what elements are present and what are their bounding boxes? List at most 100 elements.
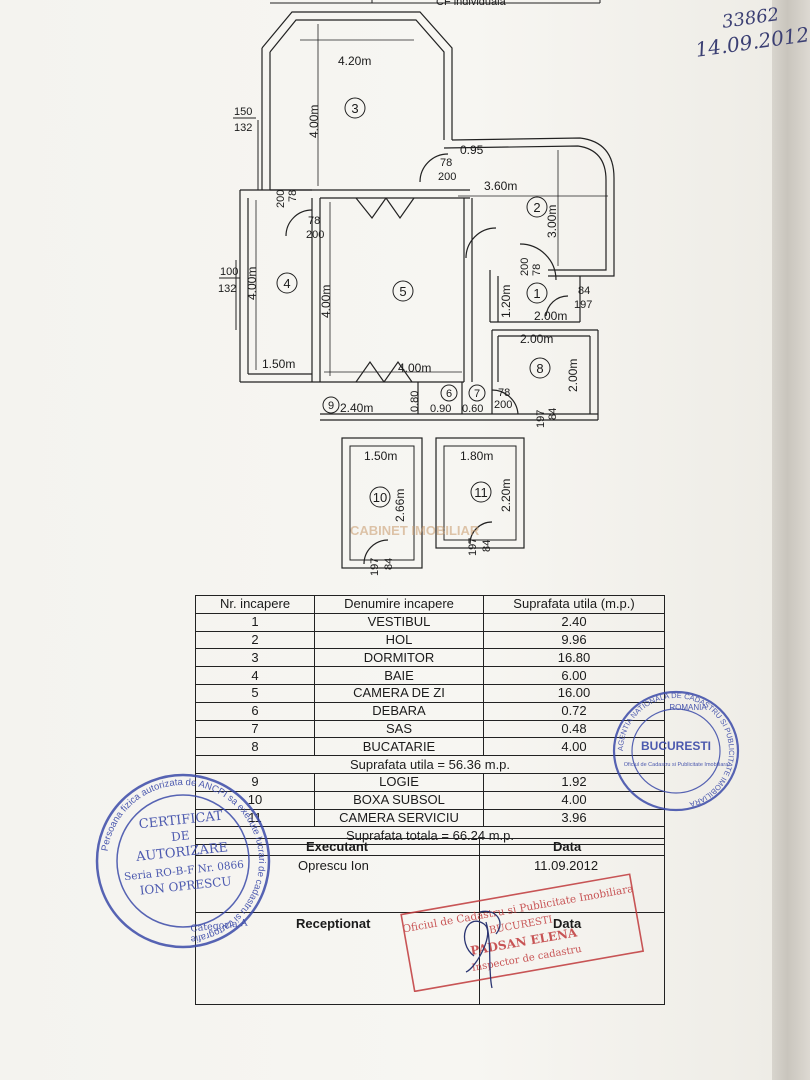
door-r1-bottom: 200	[519, 258, 531, 276]
dim-r3-width: 4.20m	[338, 54, 371, 68]
rooms-table: Nr. incapere Denumire incapere Suprafata…	[195, 595, 665, 846]
top-table-fragment: CF individuala	[436, 0, 507, 8]
dim-r10-width: 1.50m	[364, 449, 397, 463]
room-9-label: 9	[328, 400, 334, 412]
cell-denumire: DEBARA	[314, 701, 484, 721]
cell-suprafata: 9.96	[483, 630, 665, 650]
dim-r4-width: 1.50m	[262, 357, 295, 371]
cell-denumire: CAMERA DE ZI	[314, 683, 484, 703]
door-r8-top: 84	[547, 408, 559, 420]
door-r1-top: 78	[531, 264, 543, 276]
stamp-right-city: BUCURESTI	[641, 739, 711, 753]
dim-r1-width: 2.00m	[534, 309, 567, 323]
page-edge-shadow	[772, 0, 810, 1080]
cell-denumire: HOL	[314, 630, 484, 650]
cell-suprafata: 16.80	[483, 648, 665, 668]
header-denumire: Denumire incapere	[314, 595, 484, 614]
door-entry-bottom: 197	[574, 299, 592, 311]
total-row: Suprafata totala = 66.24 m.p.	[195, 826, 665, 846]
cell-denumire: LOGIE	[314, 772, 484, 792]
dim-r4-height: 4.00m	[245, 267, 259, 300]
dim-r7-width: 0.60	[462, 403, 483, 415]
subtotal-text: Suprafata utila = 56.36 m.p.	[195, 755, 665, 774]
header-suprafata: Suprafata utila (m.p.)	[483, 595, 665, 614]
executant-label: Executant	[306, 839, 369, 854]
cell-nr: 5	[195, 683, 315, 703]
window-r3-top: 150	[234, 106, 252, 118]
dim-r2-notch: 0.95	[460, 143, 484, 157]
stamp-left-line2: DE	[171, 828, 191, 844]
signature-box: Executant Data Oprescu Ion 11.09.2012 Re…	[195, 838, 665, 1005]
authorization-stamp: Persoana fizica autorizata de ANCPI sa e…	[95, 773, 271, 949]
room-3-label: 3	[351, 101, 358, 116]
cell-suprafata: 4.00	[483, 790, 665, 810]
cell-denumire: BAIE	[314, 666, 484, 685]
cell-denumire: BUCATARIE	[314, 737, 484, 757]
room-11-label: 11	[474, 485, 488, 500]
room-4-label: 4	[283, 276, 290, 291]
header-nr: Nr. incapere	[195, 595, 315, 614]
cell-nr: 4	[195, 666, 315, 685]
dim-r9-height: 0.80	[409, 391, 421, 412]
cell-denumire: BOXA SUBSOL	[314, 790, 484, 810]
room-2-label: 2	[533, 200, 540, 215]
watermark: CABINET IMOBILIAR	[350, 523, 480, 538]
door-r10-top: 84	[383, 558, 395, 570]
door-r11-top: 84	[481, 540, 493, 552]
room-8-label: 8	[536, 361, 543, 376]
inspector-stamp: Oficiul de Cadastru si Publicitate Imobi…	[400, 873, 645, 992]
cell-denumire: DORMITOR	[314, 648, 484, 668]
cell-nr: 6	[195, 701, 315, 721]
executant-name: Oprescu Ion	[298, 858, 369, 873]
cell-suprafata: 2.40	[483, 612, 665, 632]
dim-r10-height: 2.66m	[393, 489, 407, 522]
signature-scribble	[463, 910, 501, 989]
window-r4-top: 100	[220, 266, 238, 278]
window-r3-bottom: 132	[234, 122, 252, 134]
cell-suprafata: 6.00	[483, 666, 665, 685]
door-r8-bottom: 197	[535, 410, 547, 428]
dim-r3-height: 4.00m	[307, 105, 321, 138]
cell-nr: 11	[195, 808, 315, 828]
cell-denumire: CAMERA SERVICIU	[314, 808, 484, 828]
cell-nr: 2	[195, 630, 315, 650]
window-r4-bottom: 132	[218, 283, 236, 295]
executant-date: 11.09.2012	[534, 858, 599, 873]
door-r4-bottom: 200	[275, 190, 287, 208]
cell-denumire: VESTIBUL	[314, 612, 484, 632]
ancpi-stamp: AGENTIA NATIONALA DE CADASTRU SI PUBLICI…	[612, 690, 740, 812]
room-1-label: 1	[533, 286, 540, 301]
stamp-right-country: ROMANIA	[669, 703, 707, 712]
door-r11-bottom: 197	[467, 538, 479, 556]
room-7-label: 7	[474, 388, 480, 400]
cell-suprafata: 0.72	[483, 701, 665, 721]
cell-nr: 8	[195, 737, 315, 757]
dim-r8-width: 2.00m	[520, 332, 553, 346]
door-r10-bottom: 197	[369, 558, 381, 576]
room-6-label: 6	[446, 388, 452, 400]
cell-denumire: SAS	[314, 719, 484, 739]
door-r7-top: 78	[498, 387, 510, 399]
stamp-right-inner: Oficiul de Cadastru si Publicitate Imobi…	[624, 762, 729, 768]
total-text: Suprafata totala = 66.24 m.p.	[195, 826, 665, 846]
receptionat-label: Receptionat	[296, 916, 371, 931]
dim-r8-height: 2.00m	[566, 359, 580, 392]
room-5-label: 5	[399, 284, 406, 299]
table-header-row: Nr. incapere Denumire incapere Suprafata…	[195, 595, 665, 614]
door-r7-bottom: 200	[494, 399, 512, 411]
cell-nr: 3	[195, 648, 315, 668]
dim-r6-width: 0.90	[430, 403, 451, 415]
cell-nr: 1	[195, 612, 315, 632]
door-r5-top: 78	[308, 215, 320, 227]
dim-r2-height: 3.00m	[545, 205, 559, 238]
dim-r9-width: 2.40m	[340, 401, 373, 415]
room-10-label: 10	[373, 490, 387, 505]
dim-r1-height: 1.20m	[499, 285, 513, 318]
cell-nr: 7	[195, 719, 315, 739]
